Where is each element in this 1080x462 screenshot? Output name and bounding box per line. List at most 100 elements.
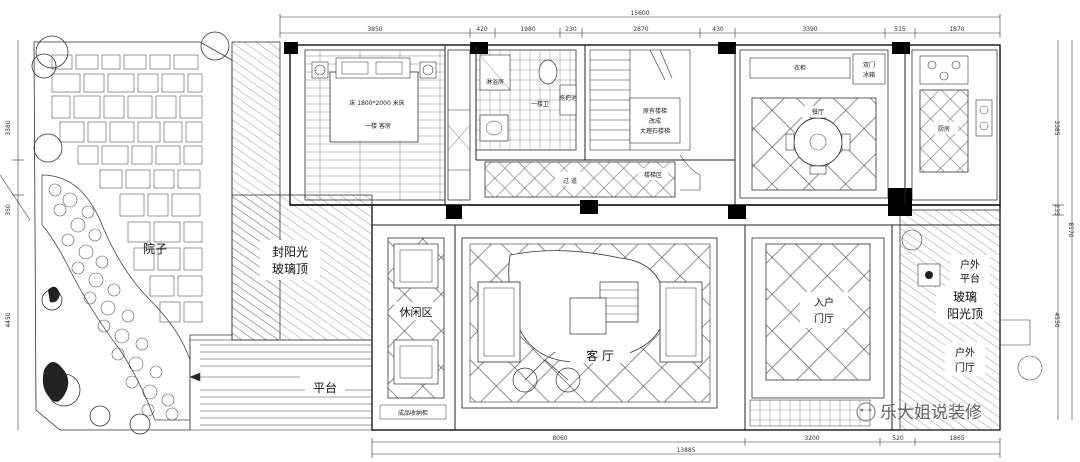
dim-bottom-1: 8060 [552,435,567,442]
glass-label-line1: 玻璃 [953,290,977,304]
lounge-chair [393,243,439,289]
bicycle-wheel-icon [555,367,581,393]
corridor [484,161,676,198]
round-dining-table [793,117,843,167]
stair-note-line2: 改成 [649,117,661,125]
dim-top-total: 15600 [630,10,649,17]
bottom-dimension-chain [371,438,1001,458]
dining-label: 餐厅 [812,108,824,116]
entry-label-line2: 门厅 [814,312,834,325]
dining-chair [841,133,851,151]
platform-label: 平台 [313,380,337,395]
dim-top-4: 230 [565,26,577,33]
leisure-area [379,237,447,420]
side-table [569,297,607,335]
mop-pool-label: 拖把池 [559,94,577,102]
wardrobe [447,49,471,201]
dim-top-2: 420 [476,26,488,33]
kitchen-sink-icon [975,99,993,137]
living-room-label: 客 厅 [586,348,614,363]
courtyard [31,31,233,435]
dim-top-6: 430 [712,26,724,33]
sunroof-label-line2: 玻璃顶 [272,262,308,276]
sunroof-label-bg [260,240,320,280]
sideboard-label: 衣柜 [794,64,806,72]
top-dimension-chain [279,14,1001,38]
double-fridge-line1: 双门 [863,61,875,69]
outdoor-entry-line2: 门厅 [955,361,975,374]
toilet-icon [538,59,558,85]
dim-left-3: 4450 [5,312,12,327]
dim-top-1: 3850 [367,26,382,33]
outdoor-platform-line1: 户外 [960,258,980,271]
right-dimension-chain [1052,40,1073,420]
outdoor-platform-line2: 平台 [960,272,980,285]
plant-icon [901,229,923,251]
stair-note-line3: 大理石楼梯 [640,127,670,135]
dining-chair [785,133,795,151]
outdoor-entry-line1: 户外 [955,346,975,359]
glass-label-line2: 阳光顶 [947,307,983,321]
leisure-label: 休闲区 [400,305,433,319]
platform [189,339,373,431]
bicycle-wheel-icon [512,367,538,393]
bathroom-label: 一楼卫 [531,100,549,108]
watermark: 乐大姐说装修 [856,402,982,423]
dim-bottom-3: 520 [892,435,904,442]
dim-bottom-4: 1865 [949,435,964,442]
storage-cabinet [379,404,447,420]
guest-bedroom [304,49,471,201]
cabinet-note-label: 成品收纳柜 [398,409,428,417]
dim-left-1: 3380 [5,120,12,135]
pillow-left [341,61,369,75]
outdoor-shrub-icon [1017,355,1043,381]
kitchen [911,49,998,201]
dining-chair [809,165,827,175]
dim-bottom-2: 3200 [804,435,819,442]
sofa-left [477,281,521,363]
bedroom-label-bg [358,119,398,131]
structural-columns [284,42,912,219]
dim-top-9: 1870 [949,26,964,33]
mop-pool [559,84,577,116]
entry-label-line1: 入户 [814,296,834,309]
stairs [589,49,701,191]
dim-top-8: 515 [894,26,906,33]
dim-top-7: 3390 [802,26,817,33]
pillow-right [375,61,403,75]
nightstand-right [419,61,437,79]
bed-headboard [335,57,411,79]
dim-left-2: 350 [5,204,12,216]
glass-sunroof-area [899,209,1043,431]
stove-icon [919,55,969,85]
bed-size-label: 床 1800*2000 米床 [349,99,404,107]
lamp-right-icon [422,64,434,76]
wechat-icon [856,402,876,422]
entry-hall [749,237,885,427]
dim-top-5: 2870 [633,26,648,33]
double-fridge-line2: 冰箱 [863,71,875,79]
dining-room [739,49,889,199]
dim-right-3: 4550 [1053,312,1060,327]
bathroom [475,49,577,151]
corridor-label: 过 道 [563,177,577,185]
dim-right-1: 3385 [1053,120,1060,135]
interior-walls [371,45,1000,430]
lamp-left-icon [314,64,326,76]
sofa-right [659,281,703,363]
platform-label-bg [305,380,345,396]
stair-note-line1: 原有楼梯 [643,107,667,115]
sunroof-label-line1: 封阳光 [272,245,308,259]
lounge-chair [393,339,439,385]
double-fridge [852,53,886,85]
watermark-text: 乐大姐说装修 [880,403,982,423]
courtyard-label: 院子 [143,242,167,256]
nightstand-left [311,61,329,79]
shower-label: 淋浴房 [486,78,504,86]
bed-size-bg [338,98,416,107]
dim-bottom-total: 13885 [676,447,695,454]
dim-top-3: 1980 [520,26,535,33]
dim-right-total: 8170 [1067,222,1074,237]
kitchen-label: 厨房 [938,125,950,133]
